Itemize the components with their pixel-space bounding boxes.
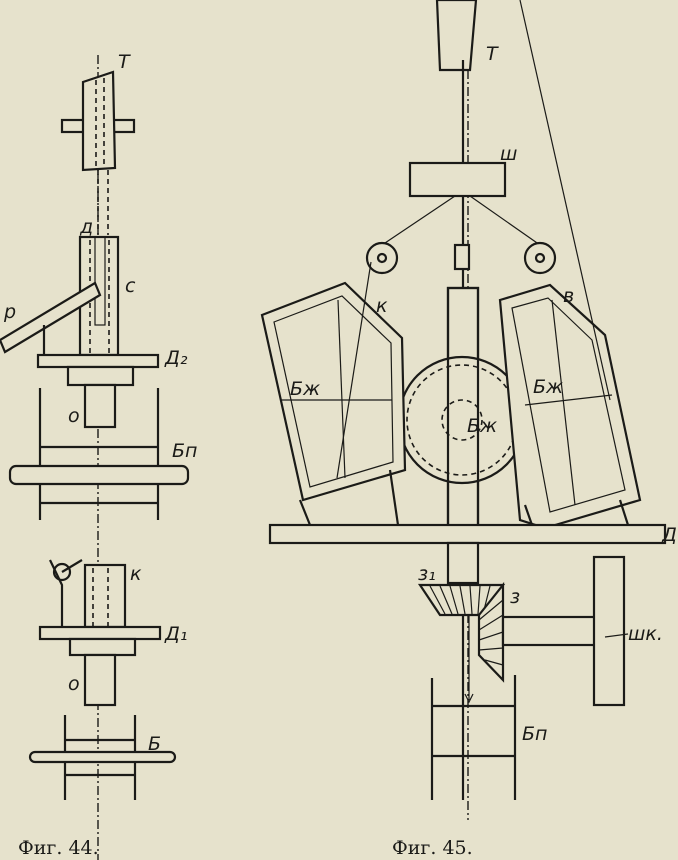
label-bp: Бп	[172, 440, 197, 462]
label-k-45: к	[376, 295, 388, 317]
wheel-shk	[592, 555, 626, 707]
label-v: в	[563, 285, 574, 307]
label-d: д	[79, 216, 93, 238]
label-k: к	[130, 563, 142, 585]
label-bp-45: Бп	[522, 723, 547, 745]
platform-d	[268, 523, 667, 545]
spindle-t-44	[60, 70, 136, 172]
caption-fig-44: Фиг. 44.	[18, 837, 99, 859]
bobbin-bp-44	[8, 388, 190, 520]
block-sh	[408, 161, 507, 198]
label-bzh-left: Бж	[290, 378, 320, 400]
label-o-lower: о	[68, 673, 80, 695]
bobbin-bzh-right	[498, 0, 642, 530]
shk-shaft	[501, 615, 597, 647]
label-o-upper: о	[68, 405, 80, 427]
bevel-gears	[417, 555, 626, 707]
thread-lines	[381, 195, 541, 246]
figure-44: Т д с р Д₂ о Бп к Д₁ о Б Фиг. 44.	[0, 51, 197, 860]
lever-p	[0, 281, 102, 354]
label-d2: Д₂	[164, 347, 188, 369]
bobbin-b-44	[28, 715, 177, 800]
figure-45: Т ш к в Бж Бж Бж Д з₁ з шк. Бп Фиг. 45.	[260, 0, 677, 859]
plate-d2	[36, 353, 160, 369]
label-t-45: Т	[486, 43, 499, 65]
caption-fig-45: Фиг. 45.	[392, 837, 473, 859]
bobbin-bp-45	[430, 675, 517, 800]
tube-o-lower	[83, 653, 117, 707]
label-z1: з₁	[418, 563, 436, 585]
label-d-45: Д	[661, 524, 677, 546]
tube-o-upper	[83, 383, 117, 429]
plate-d1	[38, 625, 162, 641]
label-shk: шк.	[628, 623, 663, 645]
label-t: Т	[118, 51, 131, 73]
label-bzh-right: Бж	[533, 376, 563, 398]
label-c: с	[125, 275, 136, 297]
label-sh: ш	[500, 143, 517, 165]
label-z: з	[510, 586, 520, 608]
label-bzh-center: Бж	[467, 415, 497, 437]
bobbin-bzh-left	[260, 261, 407, 526]
label-p: р	[3, 301, 16, 323]
label-b: Б	[148, 733, 161, 755]
pulley-right	[523, 241, 557, 275]
label-d1: Д₁	[164, 623, 187, 645]
pulley-left	[365, 241, 399, 275]
spindle-t-45	[435, 0, 478, 72]
